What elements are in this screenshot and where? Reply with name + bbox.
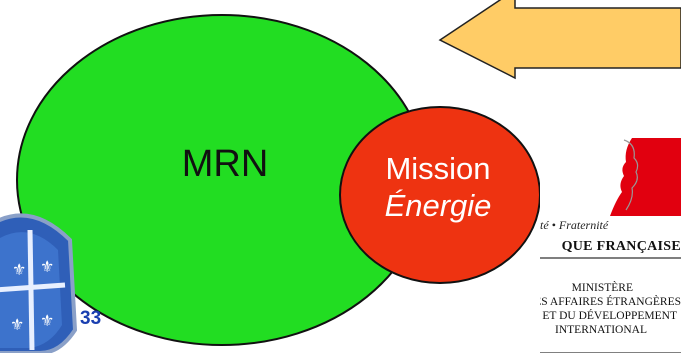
ministry-line: MINISTÈRE (571, 282, 633, 294)
svg-text:⚜: ⚜ (12, 260, 26, 279)
svg-text:⚜: ⚜ (10, 315, 24, 334)
ministry-line: ET DU DÉVELOPPEMENT (542, 310, 677, 322)
ministry-line: INTERNATIONAL (555, 324, 647, 336)
mission-label-line1: Mission (385, 151, 491, 186)
page-number: 33 (80, 308, 102, 329)
republic-text: QUE FRANÇAISE (561, 239, 681, 254)
mission-label-line2: Énergie (384, 188, 492, 224)
motto-text: té • Fraternité (540, 218, 609, 232)
mission-energie-label: Mission Énergie (368, 150, 508, 224)
marianne-tricolor-icon (540, 138, 681, 353)
mrn-label: MRN (181, 143, 269, 185)
ministry-name: MINISTÈRE DES AFFAIRES ÉTRANGÈRES ET DU … (540, 281, 681, 337)
svg-text:⚜: ⚜ (40, 311, 54, 330)
left-arrow-shape (438, 0, 681, 80)
ministry-line: DES AFFAIRES ÉTRANGÈRES (540, 296, 681, 308)
ministry-logo: té • Fraternité QUE FRANÇAISE MINISTÈRE … (540, 138, 681, 353)
svg-text:⚜: ⚜ (40, 257, 54, 276)
